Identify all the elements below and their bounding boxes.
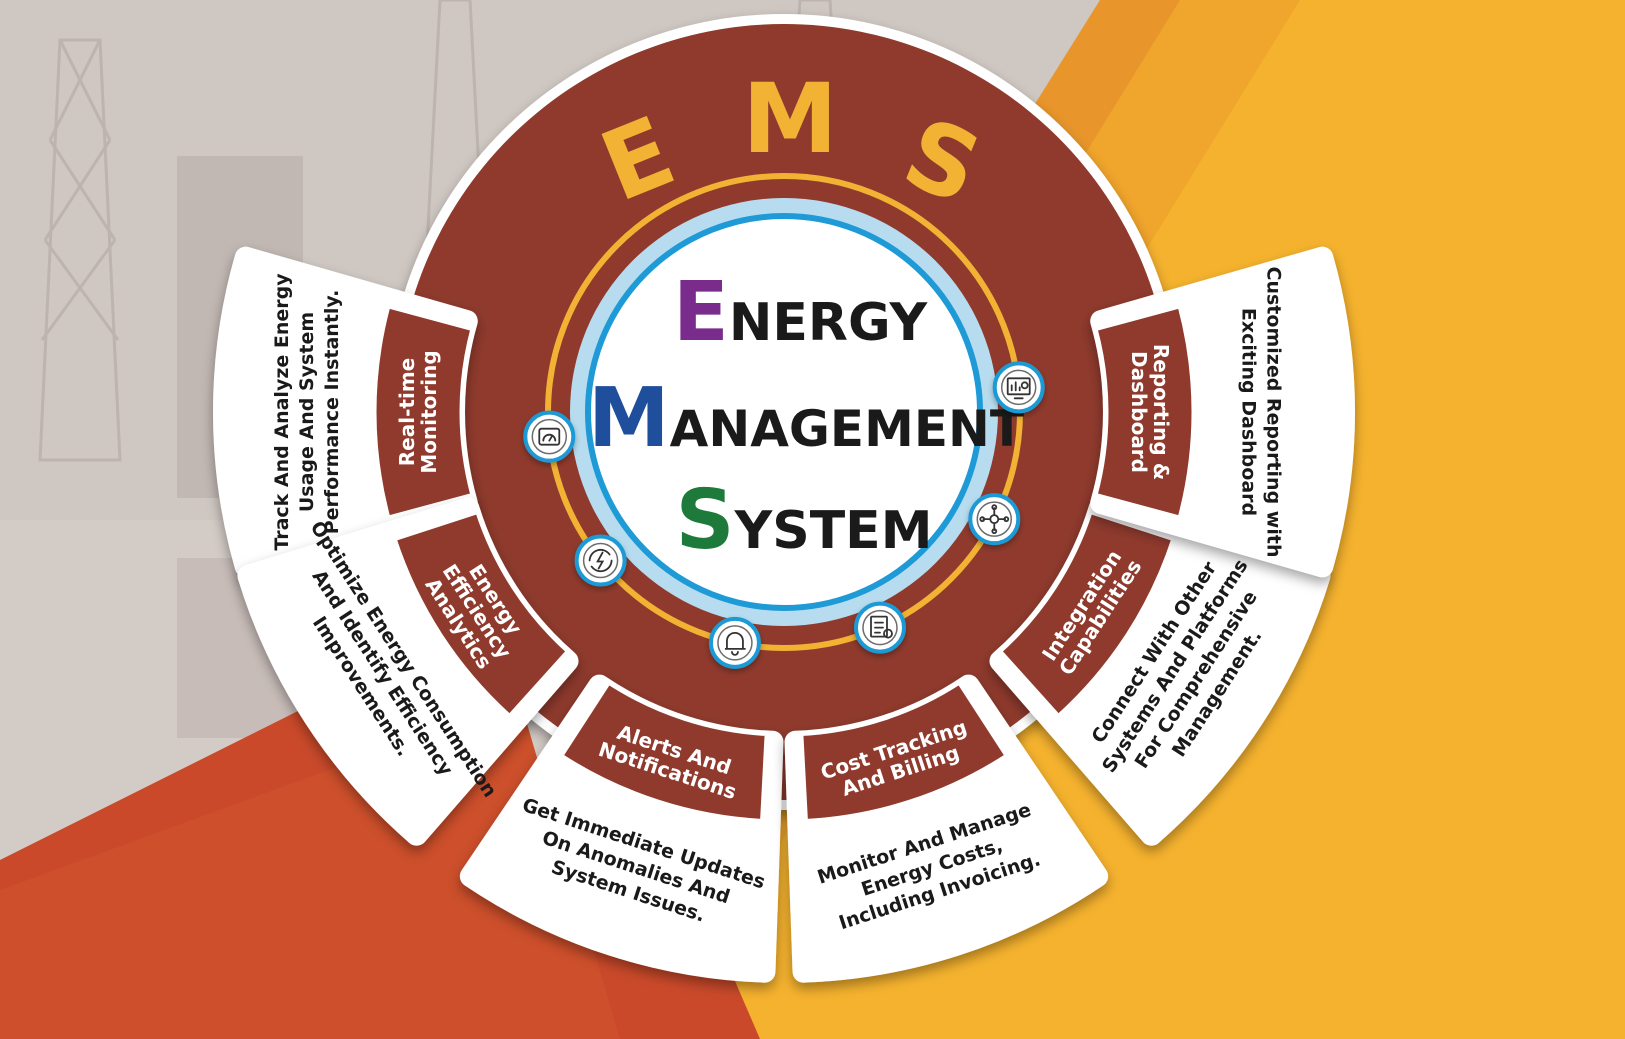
card-title-tab xyxy=(371,303,476,521)
title-line-energy: ENERGY xyxy=(673,265,929,360)
card-title-tab xyxy=(1092,303,1197,521)
feature-cards: Real-timeMonitoring Track And Analyze Ene… xyxy=(213,246,1356,983)
card-title-tab xyxy=(996,509,1177,720)
billing-icon xyxy=(853,601,906,654)
feature-card-1: Real-timeMonitoring Track And Analyze Ene… xyxy=(213,246,478,578)
feature-card-6: Reporting &Dashboard Customized Reporting… xyxy=(1090,246,1356,578)
card-title-tab xyxy=(391,509,572,720)
feature-icons xyxy=(523,361,1045,669)
card-description: Customized Reporting withExciting Dashbo… xyxy=(1238,267,1285,558)
card-title: Real-timeMonitoring xyxy=(395,350,441,473)
title-line-management: MANAGEMENT xyxy=(588,371,1024,466)
center-disc xyxy=(570,198,998,626)
bell-icon xyxy=(708,616,761,669)
center-title: ENERGY MANAGEMENT SYSTEM xyxy=(588,265,1024,568)
dashboard-icon xyxy=(992,361,1045,414)
meter-icon xyxy=(523,410,576,463)
card-title-tab xyxy=(558,679,770,824)
card-title-tab xyxy=(798,679,1010,824)
card-title: Reporting &Dashboard xyxy=(1127,344,1173,480)
network-icon xyxy=(968,493,1021,546)
acronym-letter-m: M xyxy=(742,63,838,175)
title-line-system: SYSTEM xyxy=(676,473,933,568)
energy-cycle-icon xyxy=(574,534,627,587)
